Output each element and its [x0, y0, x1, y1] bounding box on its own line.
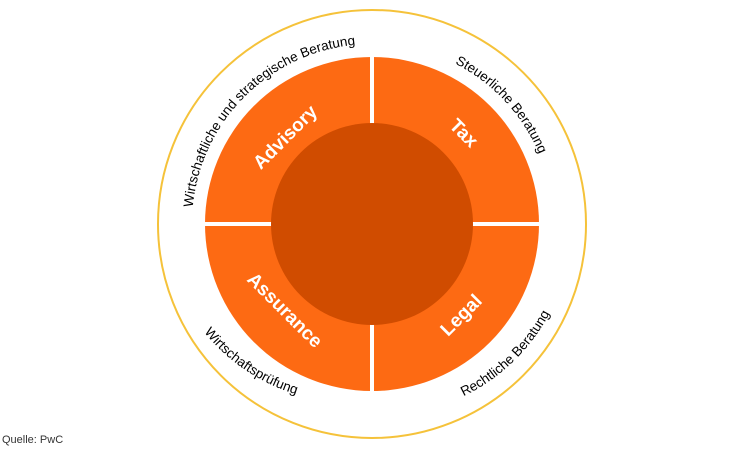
source-note: Quelle: PwC: [2, 434, 64, 446]
center-circle: [271, 123, 473, 325]
